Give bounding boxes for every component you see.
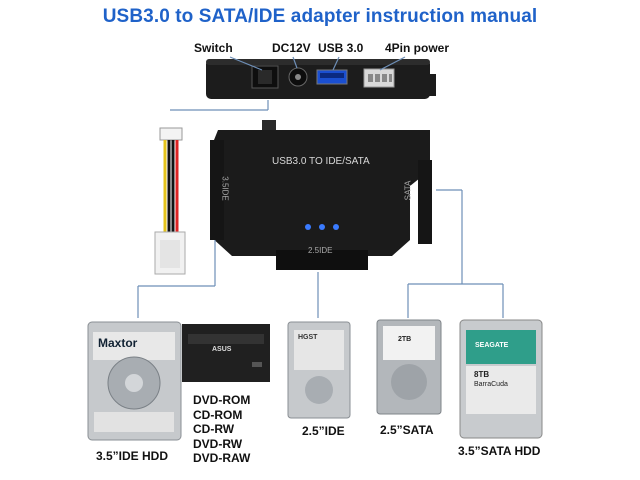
hdd-35-sata: [459, 319, 543, 439]
adapter-right-label: SATA: [403, 180, 413, 201]
hdd-35-ide: [87, 321, 182, 441]
asus-brand: ASUS: [212, 346, 232, 353]
caption-35-sata-hdd: 3.5”SATA HDD: [458, 444, 541, 458]
adapter-left-label: 3.5IDE: [220, 176, 230, 201]
switch-label: Switch: [194, 41, 233, 55]
adapter-top-label: USB3.0 TO IDE/SATA: [272, 156, 370, 167]
power-cable: [154, 100, 269, 275]
adapter-back-panel: [206, 59, 436, 99]
hgst-brand: HGST: [298, 334, 318, 341]
format-item: CD-RW: [193, 422, 235, 437]
maxtor-brand: Maxtor: [98, 336, 138, 350]
caption-25-ide: 2.5”IDE: [302, 424, 345, 438]
usb-label: USB 3.0: [318, 41, 364, 55]
seagate-brand: SEAGATE: [475, 342, 509, 349]
adapter-body: [210, 120, 432, 270]
adapter-bottom-label: 2.5IDE: [308, 246, 333, 255]
caption-35-ide-hdd: 3.5”IDE HDD: [96, 449, 169, 463]
format-item: DVD-RAW: [193, 451, 251, 466]
caption-25-sata: 2.5”SATA: [380, 423, 434, 437]
hdd-25-sata: [376, 319, 442, 415]
dvd-drive: [182, 324, 270, 382]
format-item: DVD-RW: [193, 436, 243, 451]
sata25-capacity: 2TB: [398, 336, 412, 343]
format-item: CD-ROM: [193, 407, 243, 422]
optical-format-list: DVD-ROM CD-ROM CD-RW DVD-RW DVD-RAW: [193, 393, 250, 466]
power-4pin-label: 4Pin power: [385, 41, 450, 55]
format-item: DVD-ROM: [193, 393, 251, 407]
hdd-25-ide: [287, 321, 351, 419]
dc12v-label: DC12V: [272, 41, 311, 55]
seagate-model: BarraCuda: [474, 381, 508, 388]
seagate-capacity: 8TB: [474, 370, 490, 379]
manual-title: USB3.0 to SATA/IDE adapter instruction m…: [102, 6, 538, 27]
